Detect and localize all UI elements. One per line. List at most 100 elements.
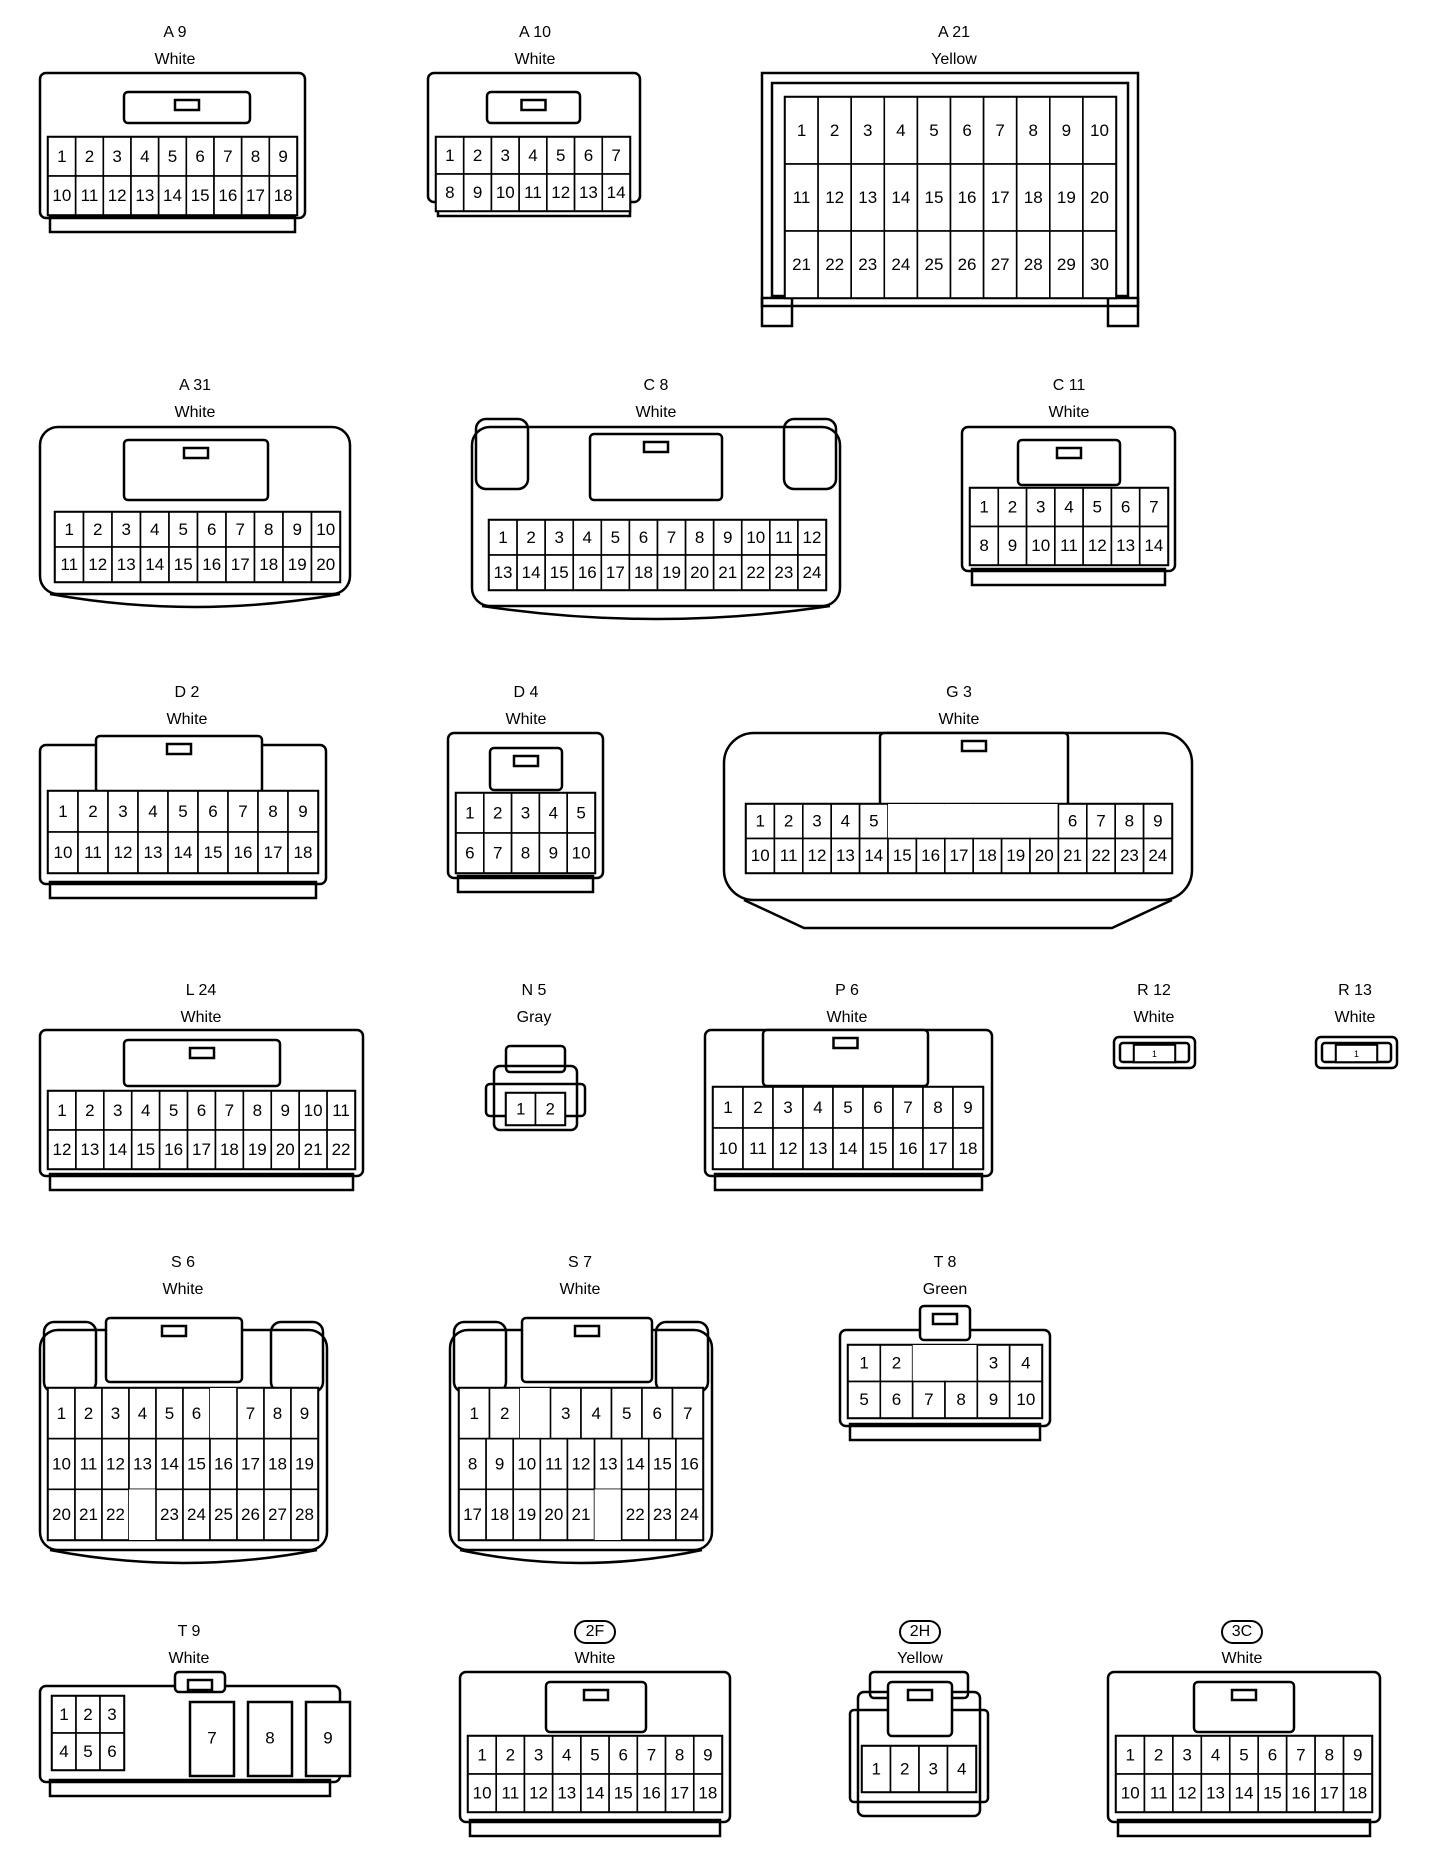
pin-number: 4	[592, 1404, 601, 1423]
pin-cell	[495, 1735, 526, 1775]
pin-number: 2	[85, 147, 94, 166]
pin-number: 5	[1093, 498, 1102, 517]
housing	[1314, 1035, 1399, 1070]
pin-cell	[802, 1086, 834, 1129]
pin-number: 4	[813, 1098, 822, 1117]
pin-cell	[99, 1695, 125, 1734]
pin-cell	[74, 175, 105, 216]
pin-number: 2	[784, 812, 793, 831]
pin-number: 13	[80, 1140, 99, 1159]
pin-number: 17	[241, 1454, 260, 1473]
pin-number: 21	[792, 255, 811, 274]
connector-code: L 24	[186, 982, 217, 999]
pin-number: 8	[251, 147, 260, 166]
pin-number: 1	[979, 498, 988, 517]
pin-cell	[1000, 837, 1031, 874]
pin-cell	[1285, 1773, 1316, 1813]
pin-number: 4	[896, 121, 905, 140]
pin-cell	[1082, 96, 1117, 165]
pin-number: 3	[111, 1404, 120, 1423]
pin-cell	[692, 1735, 723, 1775]
pin-number: 6	[1121, 498, 1130, 517]
pin-number: 4	[841, 812, 850, 831]
pin-cell	[458, 1387, 491, 1440]
pin-number: 7	[223, 147, 232, 166]
pin-cell	[111, 511, 142, 548]
pin-number: 10	[1016, 1390, 1035, 1409]
pin-number: 8	[933, 1098, 942, 1117]
pin-number: 7	[1296, 1745, 1305, 1764]
connector-code: A 31	[179, 377, 211, 394]
pin-number: 16	[958, 188, 977, 207]
pin-number: 9	[989, 1390, 998, 1409]
pin-number: 13	[836, 846, 855, 865]
pin-cell	[54, 511, 85, 548]
pin-number: 18	[978, 846, 997, 865]
pin-number: 15	[204, 843, 223, 862]
pin-cell	[952, 1127, 984, 1170]
pin-number: 16	[234, 843, 253, 862]
housing-skirt	[481, 604, 831, 621]
pin-number: 22	[825, 255, 844, 274]
pin-number: 9	[549, 843, 558, 862]
pin-cell	[326, 1129, 356, 1170]
pin-cell	[512, 1488, 542, 1541]
connector-code: D 4	[514, 684, 539, 701]
connector-code: T 9	[178, 1623, 201, 1640]
pin-number: 10	[1090, 121, 1109, 140]
pin-cell	[1025, 525, 1056, 566]
pin-number: 11	[524, 183, 542, 202]
pin-number: 1	[477, 1745, 486, 1764]
pin-number: 7	[246, 1404, 255, 1423]
pin-number: 11	[775, 528, 793, 547]
pin-number: 1	[797, 121, 806, 140]
pin-number: 2	[500, 1404, 509, 1423]
pin-cell	[518, 173, 548, 212]
connector-code: A 10	[519, 24, 551, 41]
pin-cell	[656, 554, 687, 591]
pin-number: 2	[88, 802, 97, 821]
lock-tab	[1016, 438, 1122, 487]
pin-cell	[546, 173, 576, 212]
pin-cell	[889, 1745, 920, 1793]
pin-number: 4	[583, 528, 592, 547]
connector-color: White	[575, 1650, 616, 1667]
pin-cell	[534, 1092, 566, 1126]
pin-cell	[551, 1735, 582, 1775]
pin-number: 21	[1063, 846, 1082, 865]
ear-left	[452, 1320, 508, 1394]
pin-number: 5	[83, 1742, 92, 1761]
pin-cell	[566, 792, 596, 834]
pin-number: 22	[332, 1140, 351, 1159]
pin-number: 3	[989, 1354, 998, 1373]
pin-cell	[539, 1437, 569, 1491]
pin-number: 5	[178, 802, 187, 821]
connector-color: White	[827, 1009, 868, 1026]
pin-cell	[130, 136, 160, 177]
pin-number: 27	[991, 255, 1010, 274]
pin-number: 7	[903, 1098, 912, 1117]
pin-number: 10	[1031, 536, 1050, 555]
pin-number: 10	[496, 183, 515, 202]
pin-number: 20	[1090, 188, 1109, 207]
housing-base	[468, 1818, 722, 1838]
pin-number: 10	[316, 520, 335, 539]
lock-tab-notch	[173, 98, 201, 112]
pin-cell	[850, 163, 886, 232]
lock-tab-notch	[186, 1678, 214, 1692]
pin-cell	[997, 487, 1028, 528]
pin-number: 17	[231, 555, 250, 574]
pin-number: 11	[502, 1783, 520, 1802]
pin-number: 1	[57, 147, 66, 166]
housing-base	[1116, 1818, 1372, 1838]
pin-number: 8	[468, 1454, 477, 1473]
pin-number: 2	[83, 1705, 92, 1724]
pin-number: 6	[873, 1098, 882, 1117]
pin-number: 19	[1006, 846, 1025, 865]
pin-number: 6	[639, 528, 648, 547]
